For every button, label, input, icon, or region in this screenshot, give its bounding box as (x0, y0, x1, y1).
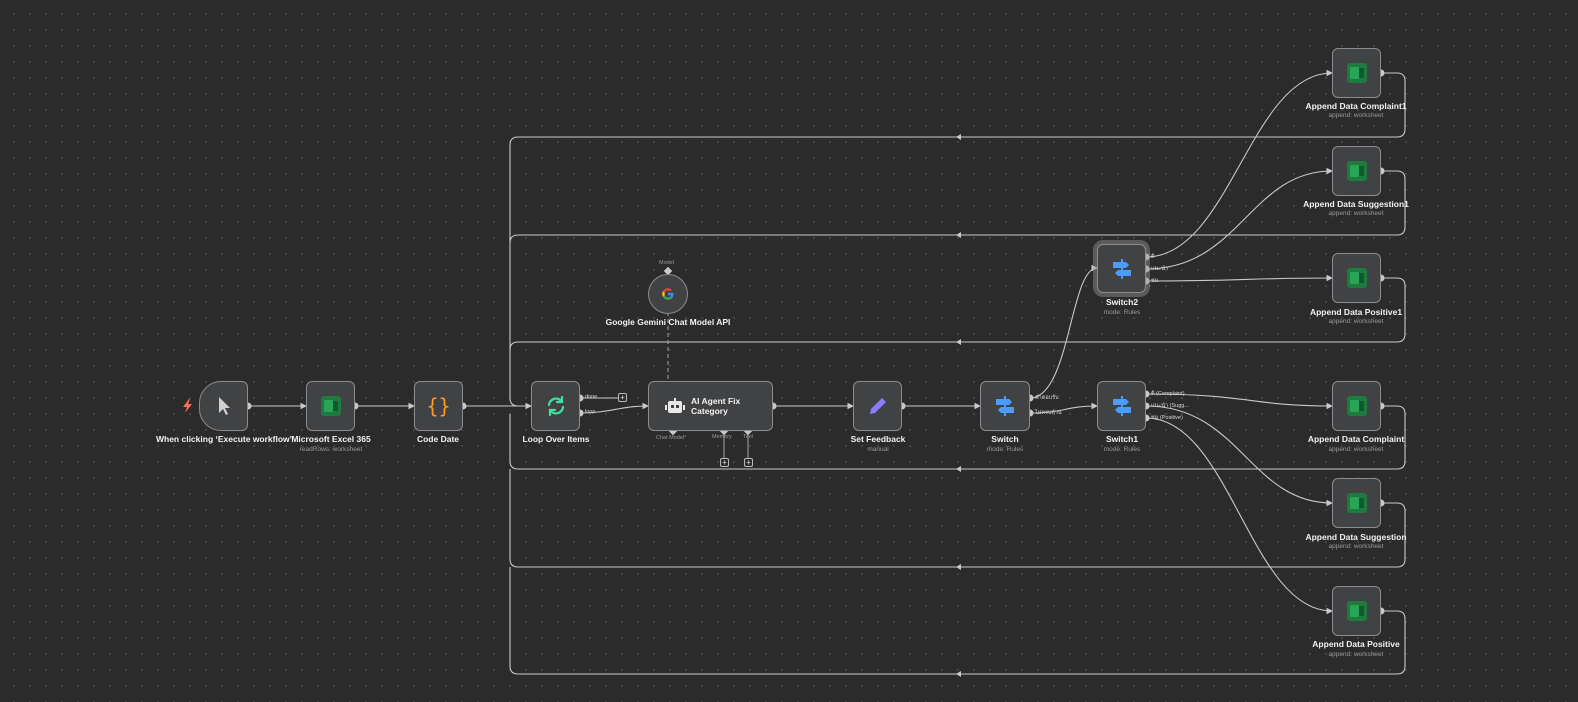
node-append-data-positive1[interactable] (1332, 253, 1381, 303)
node-title: Switch1 (1105, 434, 1139, 444)
microsoft-excel-icon (1346, 161, 1367, 181)
node-microsoft-excel[interactable] (306, 381, 355, 431)
node-switch1[interactable] (1097, 381, 1146, 431)
node-google-gemini[interactable] (648, 274, 688, 314)
node-append-data-suggestion1[interactable] (1332, 146, 1381, 196)
node-subtitle: mode: Rules (1103, 446, 1141, 453)
port-label: คำตอบรับ (1035, 395, 1059, 401)
microsoft-excel-icon (1346, 396, 1367, 416)
node-title: Code Date (416, 434, 460, 444)
port-label-loop: loop (585, 409, 596, 415)
node-subtitle: mode: Rules (1103, 309, 1141, 316)
node-switch2[interactable] (1097, 244, 1146, 293)
node-code-date[interactable]: {} (414, 381, 463, 431)
microsoft-excel-icon (320, 396, 341, 416)
port-label-tool: Tool (743, 434, 754, 440)
edge-switch-switch2 (1029, 264, 1099, 399)
node-title: Switch2 (1105, 297, 1139, 307)
edge-switch2-ap1 (1145, 274, 1334, 282)
node-append-data-positive[interactable] (1332, 586, 1381, 636)
microsoft-excel-icon (1346, 63, 1367, 83)
node-ai-agent[interactable]: AI Agent Fix Category (648, 381, 773, 431)
loopback-ap1 (509, 277, 1406, 351)
node-title: Append Data Complaint (1307, 434, 1405, 444)
node-subtitle: mode: Rules (986, 446, 1024, 453)
node-title: Set Feedback (850, 434, 906, 444)
loopback-ac (509, 405, 1406, 470)
node-subtitle: append: worksheet (1328, 446, 1384, 453)
edge-switch-switch1 (1029, 402, 1099, 414)
node-set-feedback[interactable] (853, 381, 902, 431)
node-title: Google Gemini Chat Model API (605, 317, 731, 327)
port-label: แนะนำ (1151, 266, 1169, 272)
edge-loop-agent (579, 402, 650, 414)
port-label: ติ (1151, 254, 1155, 260)
signpost-icon (981, 382, 1029, 430)
node-title: Append Data Suggestion1 (1303, 199, 1409, 209)
port-label: ชม (1151, 278, 1159, 284)
loopback-as (509, 469, 1406, 568)
add-node-button[interactable]: + (618, 393, 627, 402)
edge-switch1-ap (1145, 417, 1334, 615)
lightning-bolt-icon (183, 399, 192, 413)
port-label: ชม (Positive) (1151, 415, 1183, 421)
sync-icon (532, 382, 579, 430)
add-memory-button[interactable]: + (720, 458, 729, 467)
node-title: Switch (991, 434, 1019, 444)
robot-icon (665, 397, 685, 422)
node-title: Microsoft Excel 365 (291, 434, 371, 444)
edge-switch2-as1 (1145, 167, 1334, 270)
microsoft-excel-icon (1346, 268, 1367, 288)
loopback-as1 (509, 170, 1406, 244)
node-append-data-suggestion[interactable] (1332, 478, 1381, 528)
port-label: ไม่ครบถ้วน (1035, 410, 1062, 416)
microsoft-excel-icon (1346, 601, 1367, 621)
node-subtitle: append: worksheet (1328, 543, 1384, 550)
node-title: Loop Over Items (522, 434, 590, 444)
microsoft-excel-icon (1346, 493, 1367, 513)
port-label-chat-model: Chat Model* (656, 435, 687, 441)
port-label-done: done (585, 394, 598, 400)
loopback-ac1 (509, 72, 1406, 407)
node-title: Append Data Suggestion (1305, 532, 1407, 542)
node-switch[interactable] (980, 381, 1030, 431)
node-title: AI Agent Fix Category (691, 396, 741, 416)
node-subtitle: manual (867, 446, 889, 453)
node-title: Append Data Complaint1 (1305, 101, 1407, 111)
node-subtitle: append: worksheet (1328, 112, 1384, 119)
node-title: Append Data Positive (1312, 639, 1400, 649)
node-subtitle: append: worksheet (1328, 651, 1384, 658)
node-append-data-complaint1[interactable] (1332, 48, 1381, 98)
port-label-memory: Memory (712, 434, 732, 440)
node-append-data-complaint[interactable] (1332, 381, 1381, 431)
loopback-ap (509, 567, 1406, 675)
google-icon (649, 275, 687, 313)
edge-switch1-as (1145, 405, 1334, 507)
port-label-model: Model (659, 260, 674, 266)
pencil-icon (854, 382, 901, 430)
edge-switch2-ac1 (1145, 69, 1334, 258)
node-subtitle: append: worksheet (1328, 318, 1384, 325)
node-loop-over-items[interactable] (531, 381, 580, 431)
node-subtitle: append: worksheet (1328, 210, 1384, 217)
node-subtitle: readRows: worksheet (299, 446, 363, 453)
mouse-pointer-icon (200, 382, 247, 430)
node-title: Append Data Positive1 (1309, 307, 1403, 317)
port-label: แนะนำ (Sugg... (1151, 403, 1189, 409)
port-label: ติ (Complaint) (1151, 391, 1185, 397)
node-title: When clicking ‘Execute workflow’ (155, 434, 293, 444)
add-tool-button[interactable]: + (744, 458, 753, 467)
edge-switch1-ac (1145, 393, 1334, 410)
signpost-icon (1098, 382, 1145, 430)
signpost-icon (1098, 245, 1145, 292)
node-manual-trigger[interactable] (199, 381, 248, 431)
code-braces-icon: {} (426, 394, 451, 418)
